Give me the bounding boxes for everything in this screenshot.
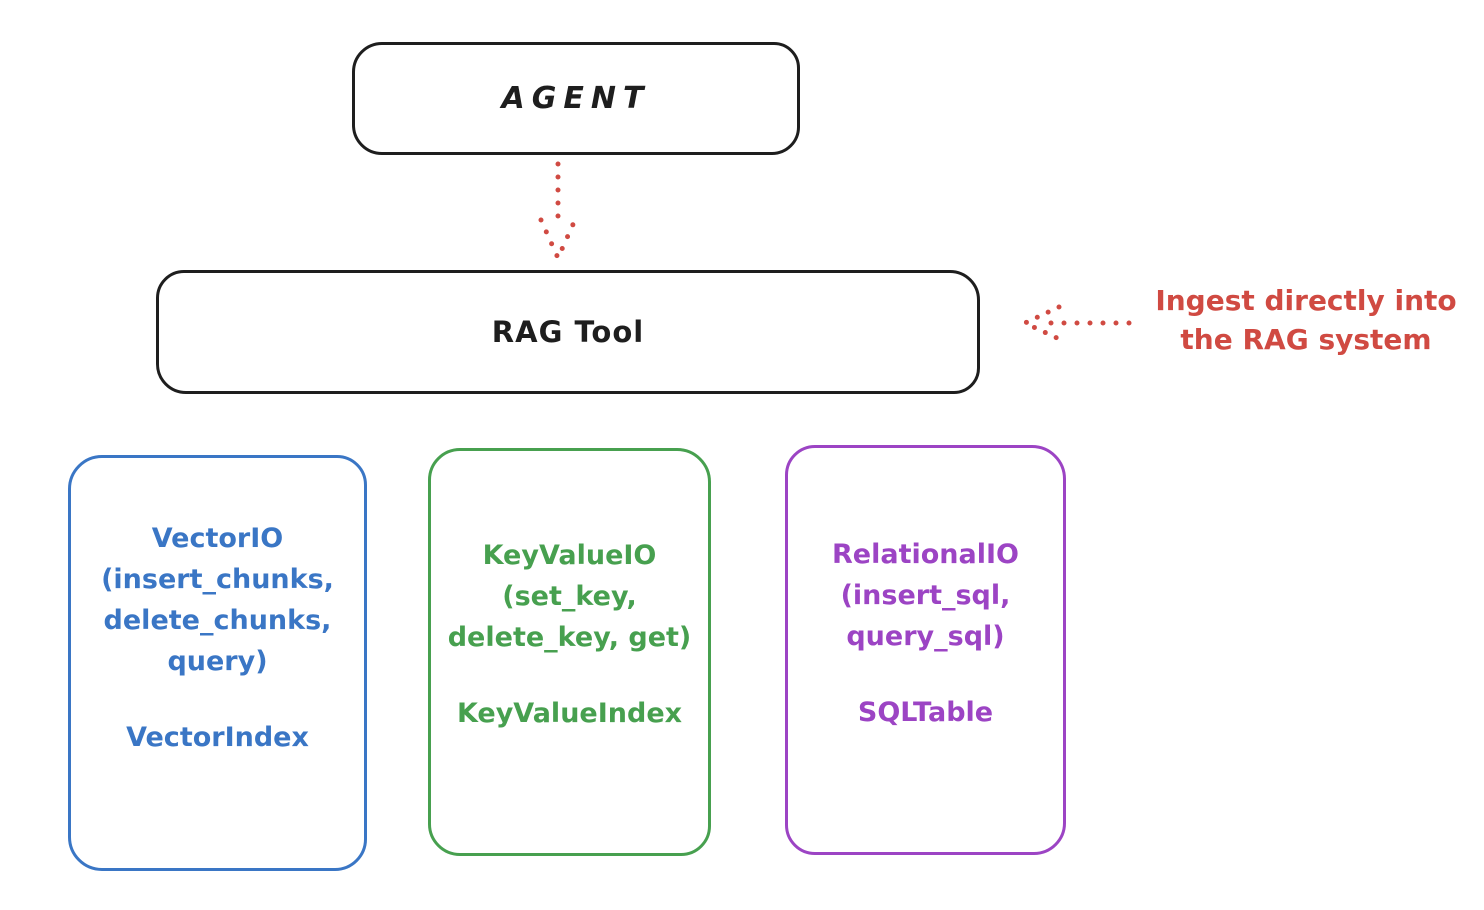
backend-title-relational-io: RelationalIO (insert_sql, query_sql)	[832, 539, 1019, 652]
annotation-ingest-note: Ingest directly into the RAG system	[1155, 284, 1457, 356]
rag-tool-box: RAG Tool	[156, 270, 980, 394]
backend-card-relational-io: RelationalIO (insert_sql, query_sql) SQL…	[785, 445, 1066, 855]
backend-title-vector-io: VectorIO (insert_chunks, delete_chunks, …	[101, 523, 334, 677]
backend-card-vector-io: VectorIO (insert_chunks, delete_chunks, …	[68, 455, 367, 871]
backend-card-keyvalue-io: KeyValueIO (set_key, delete_key, get) Ke…	[428, 448, 711, 856]
dotted-arrow-down-icon	[538, 161, 578, 265]
agent-label: AGENT	[501, 81, 651, 116]
agent-box: AGENT	[352, 42, 800, 155]
backend-index-label-keyvalue-index: KeyValueIndex	[456, 698, 683, 729]
backend-index-label-vector-index: VectorIndex	[126, 722, 309, 753]
backend-title-keyvalue-io: KeyValueIO (set_key, delete_key, get)	[447, 540, 692, 653]
rag-tool-label: RAG Tool	[491, 315, 645, 349]
backend-index-label-sql-table: SQLTable	[857, 697, 994, 728]
dotted-arrow-left-icon	[1019, 304, 1132, 342]
